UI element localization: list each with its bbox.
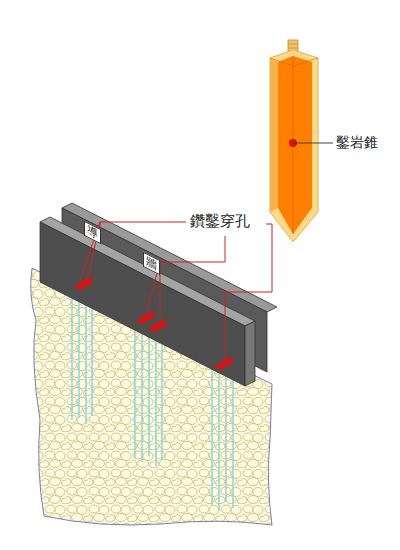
- callout-label: 鑽鑿穿孔: [190, 214, 250, 229]
- guide-wall-front: [40, 217, 255, 386]
- leader-lines: [80, 222, 272, 362]
- part-name: 鑿岩錐: [336, 135, 378, 149]
- drill-arrows: [74, 275, 233, 370]
- drill-bit: [270, 40, 333, 242]
